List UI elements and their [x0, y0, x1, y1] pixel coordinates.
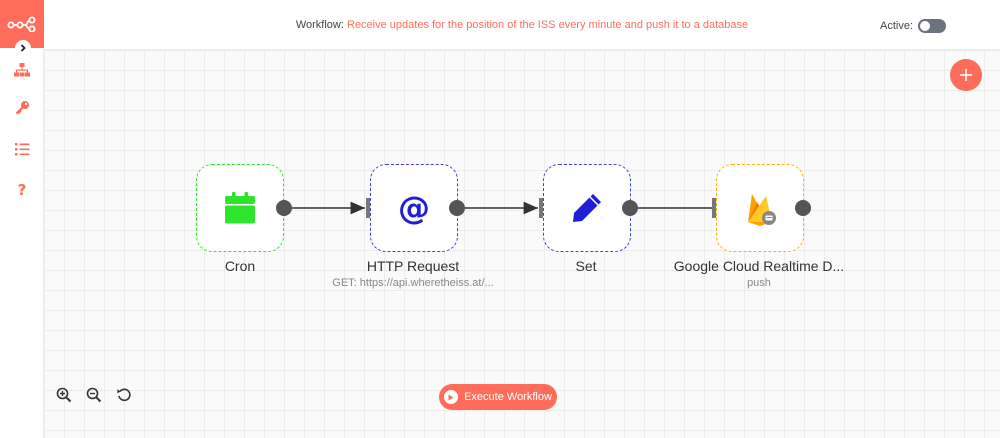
node-http-request[interactable]: @ — [370, 164, 458, 252]
calendar-icon — [225, 192, 255, 224]
workflow-canvas[interactable] — [44, 50, 1000, 438]
node-firebase-output-handle[interactable] — [795, 200, 811, 216]
active-toggle[interactable] — [918, 19, 946, 33]
workflows-icon[interactable] — [12, 60, 32, 80]
zoom-out-icon[interactable] — [82, 383, 106, 407]
node-http-output-handle[interactable] — [449, 200, 465, 216]
node-set-output-handle[interactable] — [622, 200, 638, 216]
node-google-cloud-realtime-db[interactable] — [716, 164, 804, 252]
node-set-label: Set — [575, 258, 597, 274]
toggle-knob — [920, 21, 930, 31]
node-http-label: HTTP Request — [366, 258, 460, 274]
play-icon — [444, 390, 459, 404]
execute-workflow-button[interactable]: Execute Workflow — [439, 384, 557, 410]
node-cron-label: Cron — [224, 258, 256, 274]
node-cron[interactable] — [196, 164, 284, 252]
sidebar: ? — [0, 0, 44, 438]
active-toggle-group: Active: — [880, 19, 946, 33]
chevron-right-icon[interactable] — [15, 40, 31, 56]
workflow-name[interactable]: Receive updates for the position of the … — [347, 19, 749, 31]
add-node-button[interactable] — [950, 59, 982, 91]
key-icon[interactable] — [12, 97, 32, 117]
workflow-title-prefix: Workflow: — [295, 19, 344, 31]
workflow-title[interactable]: Workflow: Receive updates for the positi… — [44, 19, 1000, 31]
active-label: Active: — [879, 20, 913, 32]
reset-zoom-icon[interactable] — [112, 383, 136, 407]
top-bar: Workflow: Receive updates for the positi… — [44, 0, 1000, 50]
node-set[interactable] — [543, 164, 631, 252]
executions-icon[interactable] — [12, 139, 32, 159]
at-sign-icon: @ — [398, 189, 430, 227]
node-firebase-label: Google Cloud Realtime D... — [673, 258, 845, 274]
node-firebase-subtitle: push — [747, 277, 771, 289]
node-http-subtitle: GET: https://api.wheretheiss.at/... — [332, 277, 494, 289]
execute-workflow-label: Execute Workflow — [464, 391, 552, 403]
zoom-in-icon[interactable] — [52, 383, 76, 407]
node-cron-output-handle[interactable] — [276, 200, 292, 216]
help-icon[interactable]: ? — [17, 181, 27, 199]
firebase-icon — [748, 194, 776, 226]
pencil-icon — [573, 194, 601, 222]
